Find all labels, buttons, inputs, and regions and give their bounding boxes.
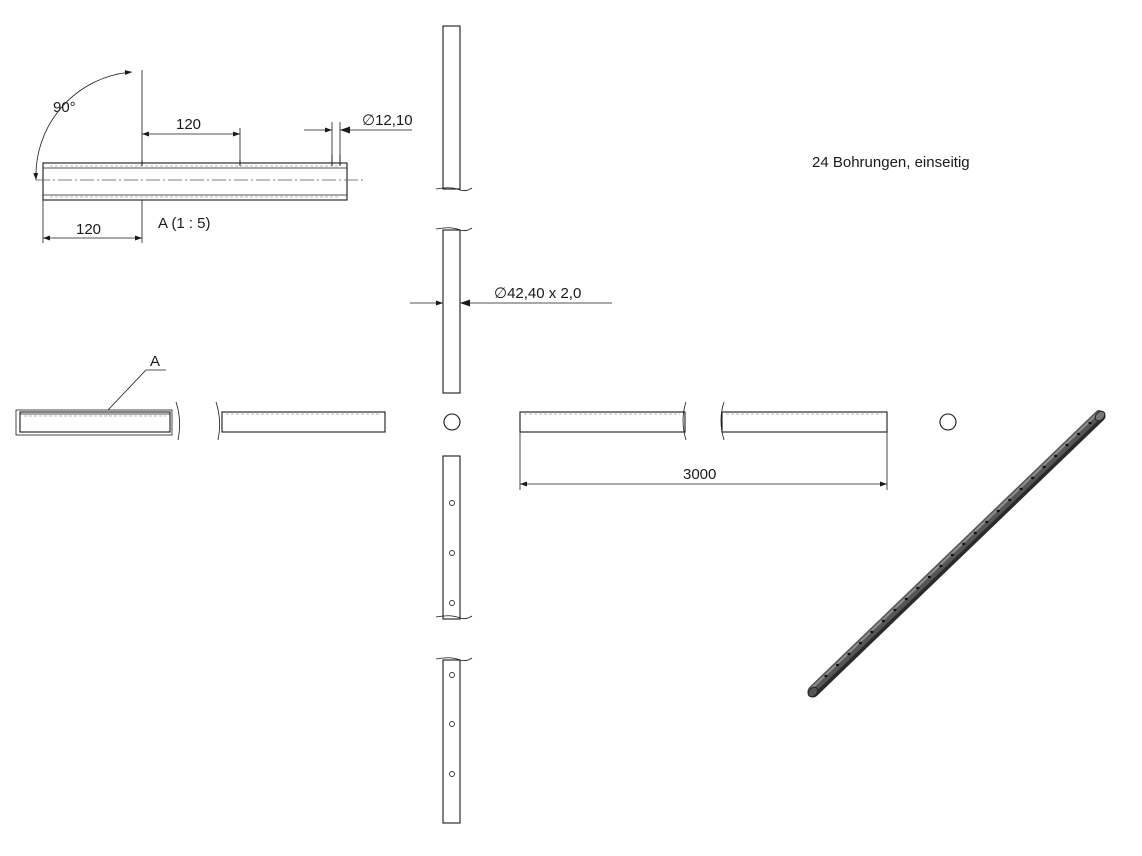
angle-arc xyxy=(33,70,133,181)
isometric-hole xyxy=(1031,476,1035,480)
hole xyxy=(449,672,455,678)
isometric-hole xyxy=(927,575,931,579)
hole xyxy=(449,771,455,777)
isometric-hole xyxy=(858,641,863,645)
spacing-top-dimension: 120 xyxy=(176,116,201,133)
isometric-hole xyxy=(916,586,920,590)
section-a-leader xyxy=(107,369,147,411)
horizontal-tube-left: A xyxy=(15,353,386,441)
angle-dimension: 90° xyxy=(53,99,76,116)
isometric-hole xyxy=(881,619,886,623)
section-marker-label: A xyxy=(150,353,160,370)
isometric-hole xyxy=(1042,465,1046,469)
hole xyxy=(449,550,455,556)
isometric-hole xyxy=(973,531,977,535)
isometric-hole xyxy=(1019,487,1023,491)
isometric-hole xyxy=(893,608,897,612)
isometric-tube-3d xyxy=(807,410,1106,698)
isometric-hole xyxy=(985,520,989,524)
isometric-hole xyxy=(1076,432,1081,436)
tube-end-view xyxy=(443,413,461,431)
isometric-hole xyxy=(870,630,874,634)
isometric-hole xyxy=(1008,498,1012,502)
isometric-hole xyxy=(904,597,908,601)
tube-end-view-2 xyxy=(939,413,957,431)
isometric-hole xyxy=(824,674,828,678)
detail-view-label: A (1 : 5) xyxy=(158,215,211,232)
isometric-hole xyxy=(962,542,966,546)
hole-diameter-dimension: ∅12,10 xyxy=(362,112,413,129)
vertical-tube-lower xyxy=(435,455,473,824)
isometric-hole xyxy=(1054,454,1058,458)
hole xyxy=(449,500,455,506)
isometric-hole xyxy=(835,663,840,667)
length-dimension: 3000 xyxy=(683,466,716,483)
isometric-hole xyxy=(939,564,943,568)
detail-tube-body xyxy=(42,162,348,201)
isometric-hole xyxy=(1088,421,1092,425)
isometric-hole xyxy=(950,553,954,557)
isometric-hole xyxy=(1065,443,1069,447)
detail-view-a: 90° 120 120 ∅12,10 A (1 : 5) xyxy=(33,70,413,243)
tube-diameter-dimension: ∅42,40 x 2,0 xyxy=(494,285,581,302)
isometric-hole xyxy=(847,652,851,656)
hole xyxy=(449,721,455,727)
isometric-hole xyxy=(996,509,1000,513)
spacing-bottom-dimension: 120 xyxy=(76,221,101,238)
horizontal-tube-right: 3000 xyxy=(519,401,888,490)
isometric-holes xyxy=(824,421,1092,678)
vertical-tube-upper: ∅42,40 x 2,0 xyxy=(410,25,612,394)
drilling-note: 24 Bohrungen, einseitig xyxy=(812,154,970,171)
hole xyxy=(449,600,455,606)
section-a-box xyxy=(15,409,173,436)
